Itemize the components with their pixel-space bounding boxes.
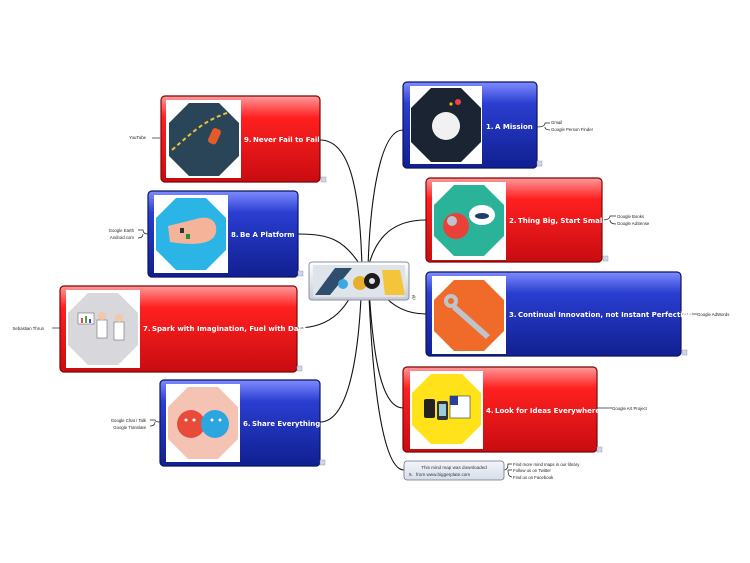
node-share[interactable]: 6. Share Everything [159,379,326,467]
car-graphic [207,128,221,145]
octagon-think [434,185,504,256]
connector-think [367,219,427,269]
link-gmail[interactable]: Gmail [551,120,562,125]
connector-platform [297,233,363,269]
connector-fail [319,139,363,269]
note-icon[interactable] [297,270,304,277]
link-adsense[interactable]: Google AdSense [617,221,650,226]
link-twitter[interactable]: Follow us on Twitter [513,468,551,473]
link-android[interactable]: Android.com [110,235,135,240]
head-graphic [443,213,469,239]
connector-mission [367,129,404,269]
node-number: 2. [509,217,517,225]
node-spark[interactable]: 7. Spark with Imagination, Fuel with Dat… [59,285,307,373]
central-topic[interactable]: ⎘ [308,261,416,301]
note-icon[interactable] [296,365,303,372]
badge-graphic [382,270,405,295]
scientist-graphic [96,319,108,339]
node-title: Continual Innovation, not Instant Perfec… [518,311,692,319]
face-red-graphic [177,410,205,438]
note-icon[interactable] [681,349,688,356]
note-number: 5. [409,472,413,477]
node-number: 8. [231,231,239,239]
download-note[interactable]: This mind map was downloaded 5. from www… [403,460,505,481]
phone-graphic [424,399,435,418]
node-fail[interactable]: 9. Never Fail to Fail [160,95,327,183]
link-youtube[interactable]: YouTube [129,135,146,140]
node-title: Thing Big, Start Small [518,217,605,225]
node-mission[interactable]: 1. A Mission [402,81,543,169]
note-icon[interactable] [536,160,543,167]
note-line2: from www.biggerplate.com [416,472,470,477]
road-graphic [315,268,352,295]
link-thrun[interactable]: Sebastian Thrun [13,326,45,331]
connector-note [367,267,405,471]
node-number: 1. [486,123,494,131]
node-number: 6. [243,420,251,428]
node-platform[interactable]: 8. Be A Platform [147,190,304,278]
node-number: 7. [143,325,151,333]
key-graphic [452,305,490,339]
connector-share [319,267,363,423]
node-title: Spark with Imagination, Fuel with Data [152,325,307,333]
planet-graphic [432,112,460,140]
node-title: Share Everything [252,420,320,428]
link-art-project[interactable]: Google Art Project [612,406,648,411]
link-adwords[interactable]: Google AdWords [697,312,729,317]
node-title: Be A Platform [240,231,295,239]
link-chat[interactable]: Google Chat / Talk [111,418,147,423]
hand-graphic [168,217,217,244]
node-ideas[interactable]: 4. Look for Ideas Everywhere [402,366,603,453]
link-translate[interactable]: Google Translate [113,425,146,430]
note-line1: This mind map was downloaded [421,465,487,470]
octagon-fail [169,103,239,176]
note-icon[interactable] [319,459,326,466]
link-connectors [52,122,697,478]
node-title: Look for Ideas Everywhere [495,407,600,415]
node-number: 4. [486,407,494,415]
octagon-innovation [434,280,504,351]
center-link-icon[interactable]: ⎘ [412,295,416,300]
bulb-graphic [353,276,367,290]
node-number: 3. [509,311,517,319]
link-earth[interactable]: Google Earth [109,228,135,233]
link-books[interactable]: Google Books [617,214,644,219]
link-person-finder[interactable]: Google Person Finder [551,127,594,132]
node-innovation[interactable]: 3. Continual Innovation, not Instant Per… [425,271,692,357]
node-number: 9. [244,136,252,144]
node-think[interactable]: 2. Thing Big, Start Small [425,177,609,263]
note-icon[interactable] [602,255,609,262]
note-icon[interactable] [320,176,327,183]
node-title: Never Fail to Fail [253,136,320,144]
link-library[interactable]: Find more mind maps in our library [513,462,580,467]
link-facebook[interactable]: Find us on Facebook [513,475,554,480]
node-title: A Mission [495,123,533,131]
note-icon[interactable] [596,446,603,453]
face-blue-graphic [201,410,229,438]
